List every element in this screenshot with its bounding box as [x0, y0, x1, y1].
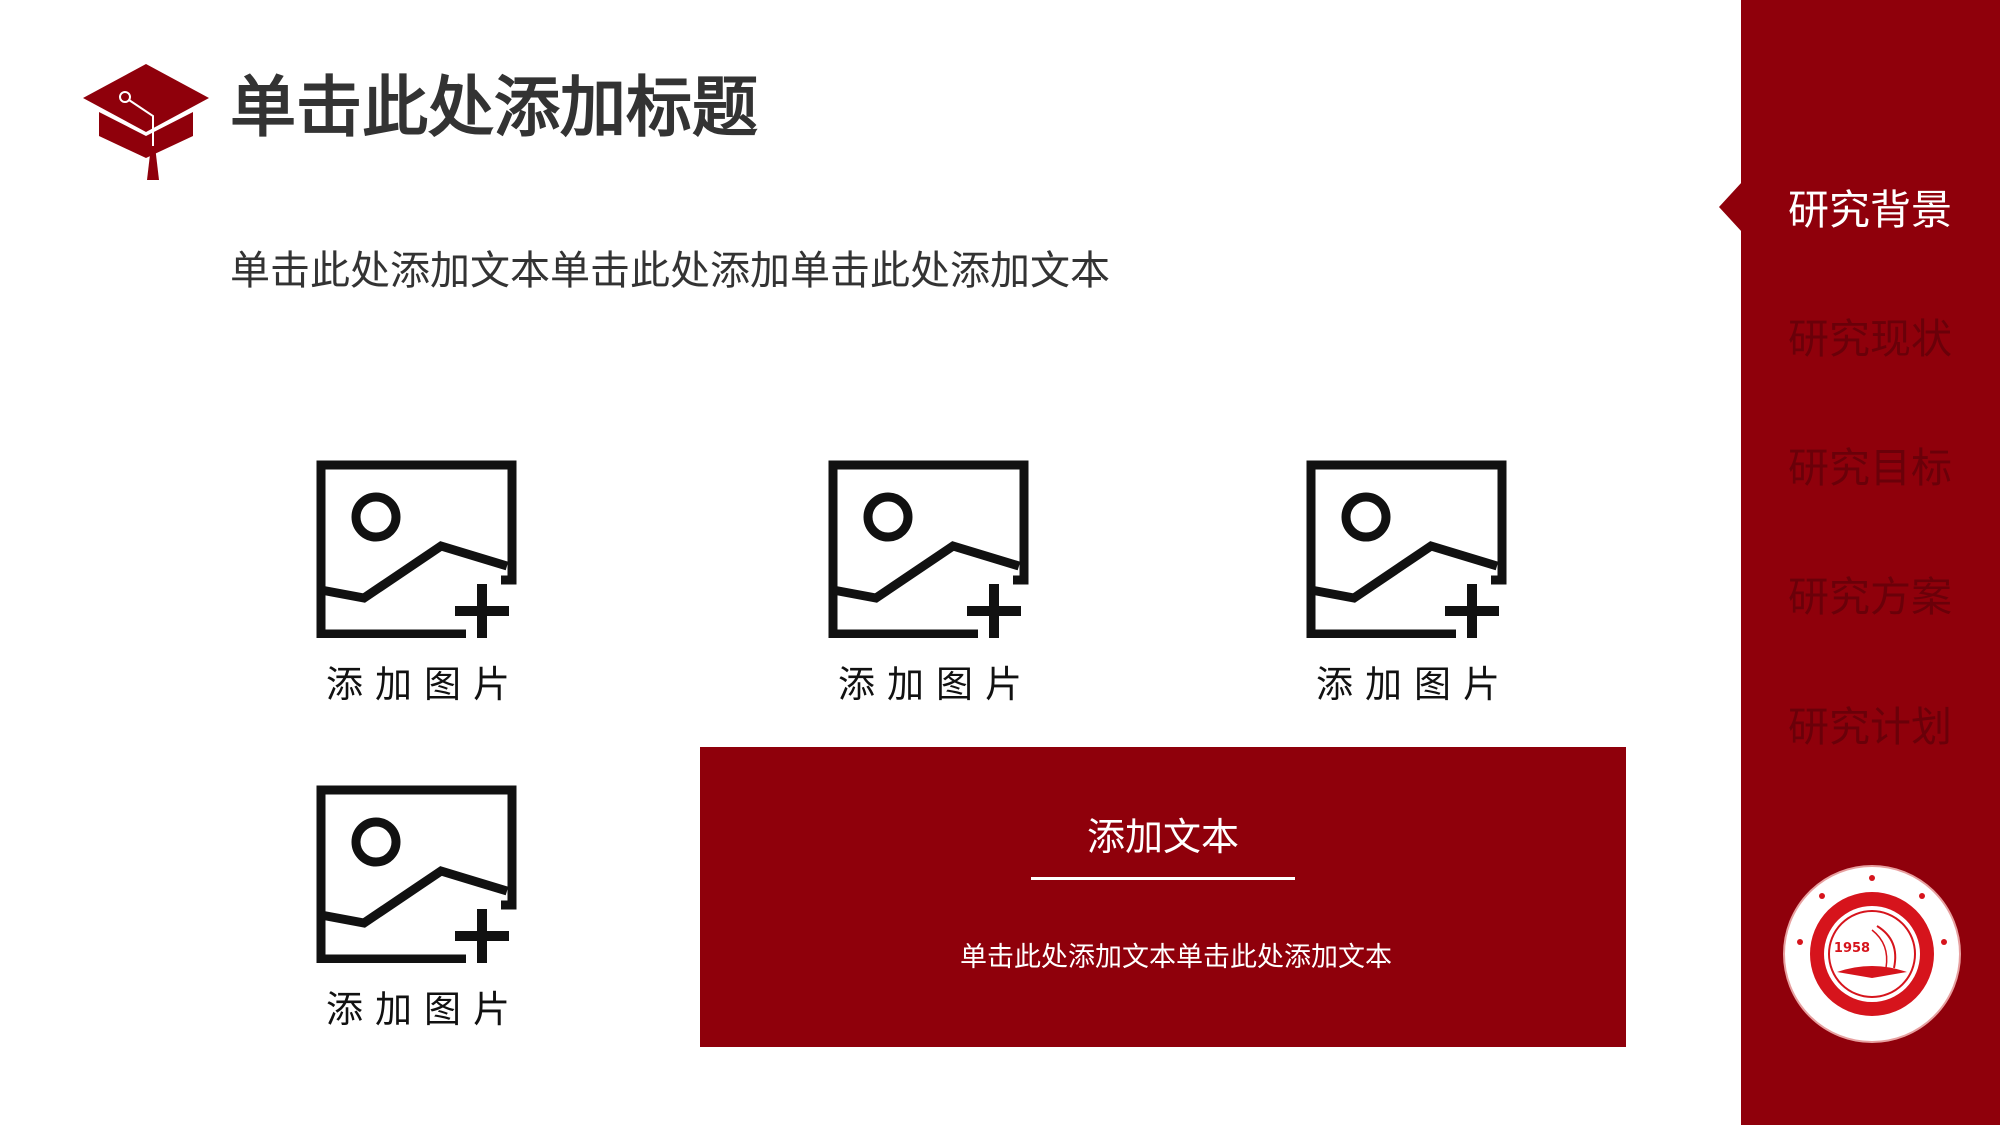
page-title: 单击此处添加标题	[230, 69, 758, 146]
add-image-icon[interactable]	[316, 785, 538, 963]
sidebar-item-research-status[interactable]: 研究现状	[1788, 315, 1952, 363]
page-subtitle: 单击此处添加文本单击此处添加单击此处添加文本	[230, 248, 1110, 294]
sidebar-item-research-plan[interactable]: 研究方案	[1788, 573, 1952, 621]
text-box-title: 添加文本	[1086, 815, 1239, 859]
sidebar-item-research-schedule[interactable]: 研究计划	[1788, 703, 1952, 751]
add-image-icon[interactable]	[1306, 460, 1528, 638]
placeholder-label: 添加图片	[326, 663, 522, 706]
placeholder-label: 添加图片	[326, 988, 522, 1031]
sidebar-item-research-background[interactable]: 研究背景	[1788, 186, 1952, 234]
text-box-body: 单击此处添加文本单击此处添加文本	[960, 942, 1392, 973]
graduation-cap-icon	[83, 64, 209, 180]
add-image-icon[interactable]	[828, 460, 1050, 638]
text-box[interactable]: 添加文本 单击此处添加文本单击此处添加文本	[700, 747, 1626, 1047]
placeholder-label: 添加图片	[838, 663, 1034, 706]
active-indicator-arrow	[1719, 182, 1742, 232]
university-seal-logo: 1958	[1783, 865, 1961, 1043]
placeholder-label: 添加图片	[1316, 663, 1512, 706]
seal-year: 1958	[1834, 941, 1870, 956]
sidebar-item-research-goals[interactable]: 研究目标	[1788, 444, 1952, 492]
add-image-icon[interactable]	[316, 460, 538, 638]
text-box-divider	[1031, 877, 1295, 880]
